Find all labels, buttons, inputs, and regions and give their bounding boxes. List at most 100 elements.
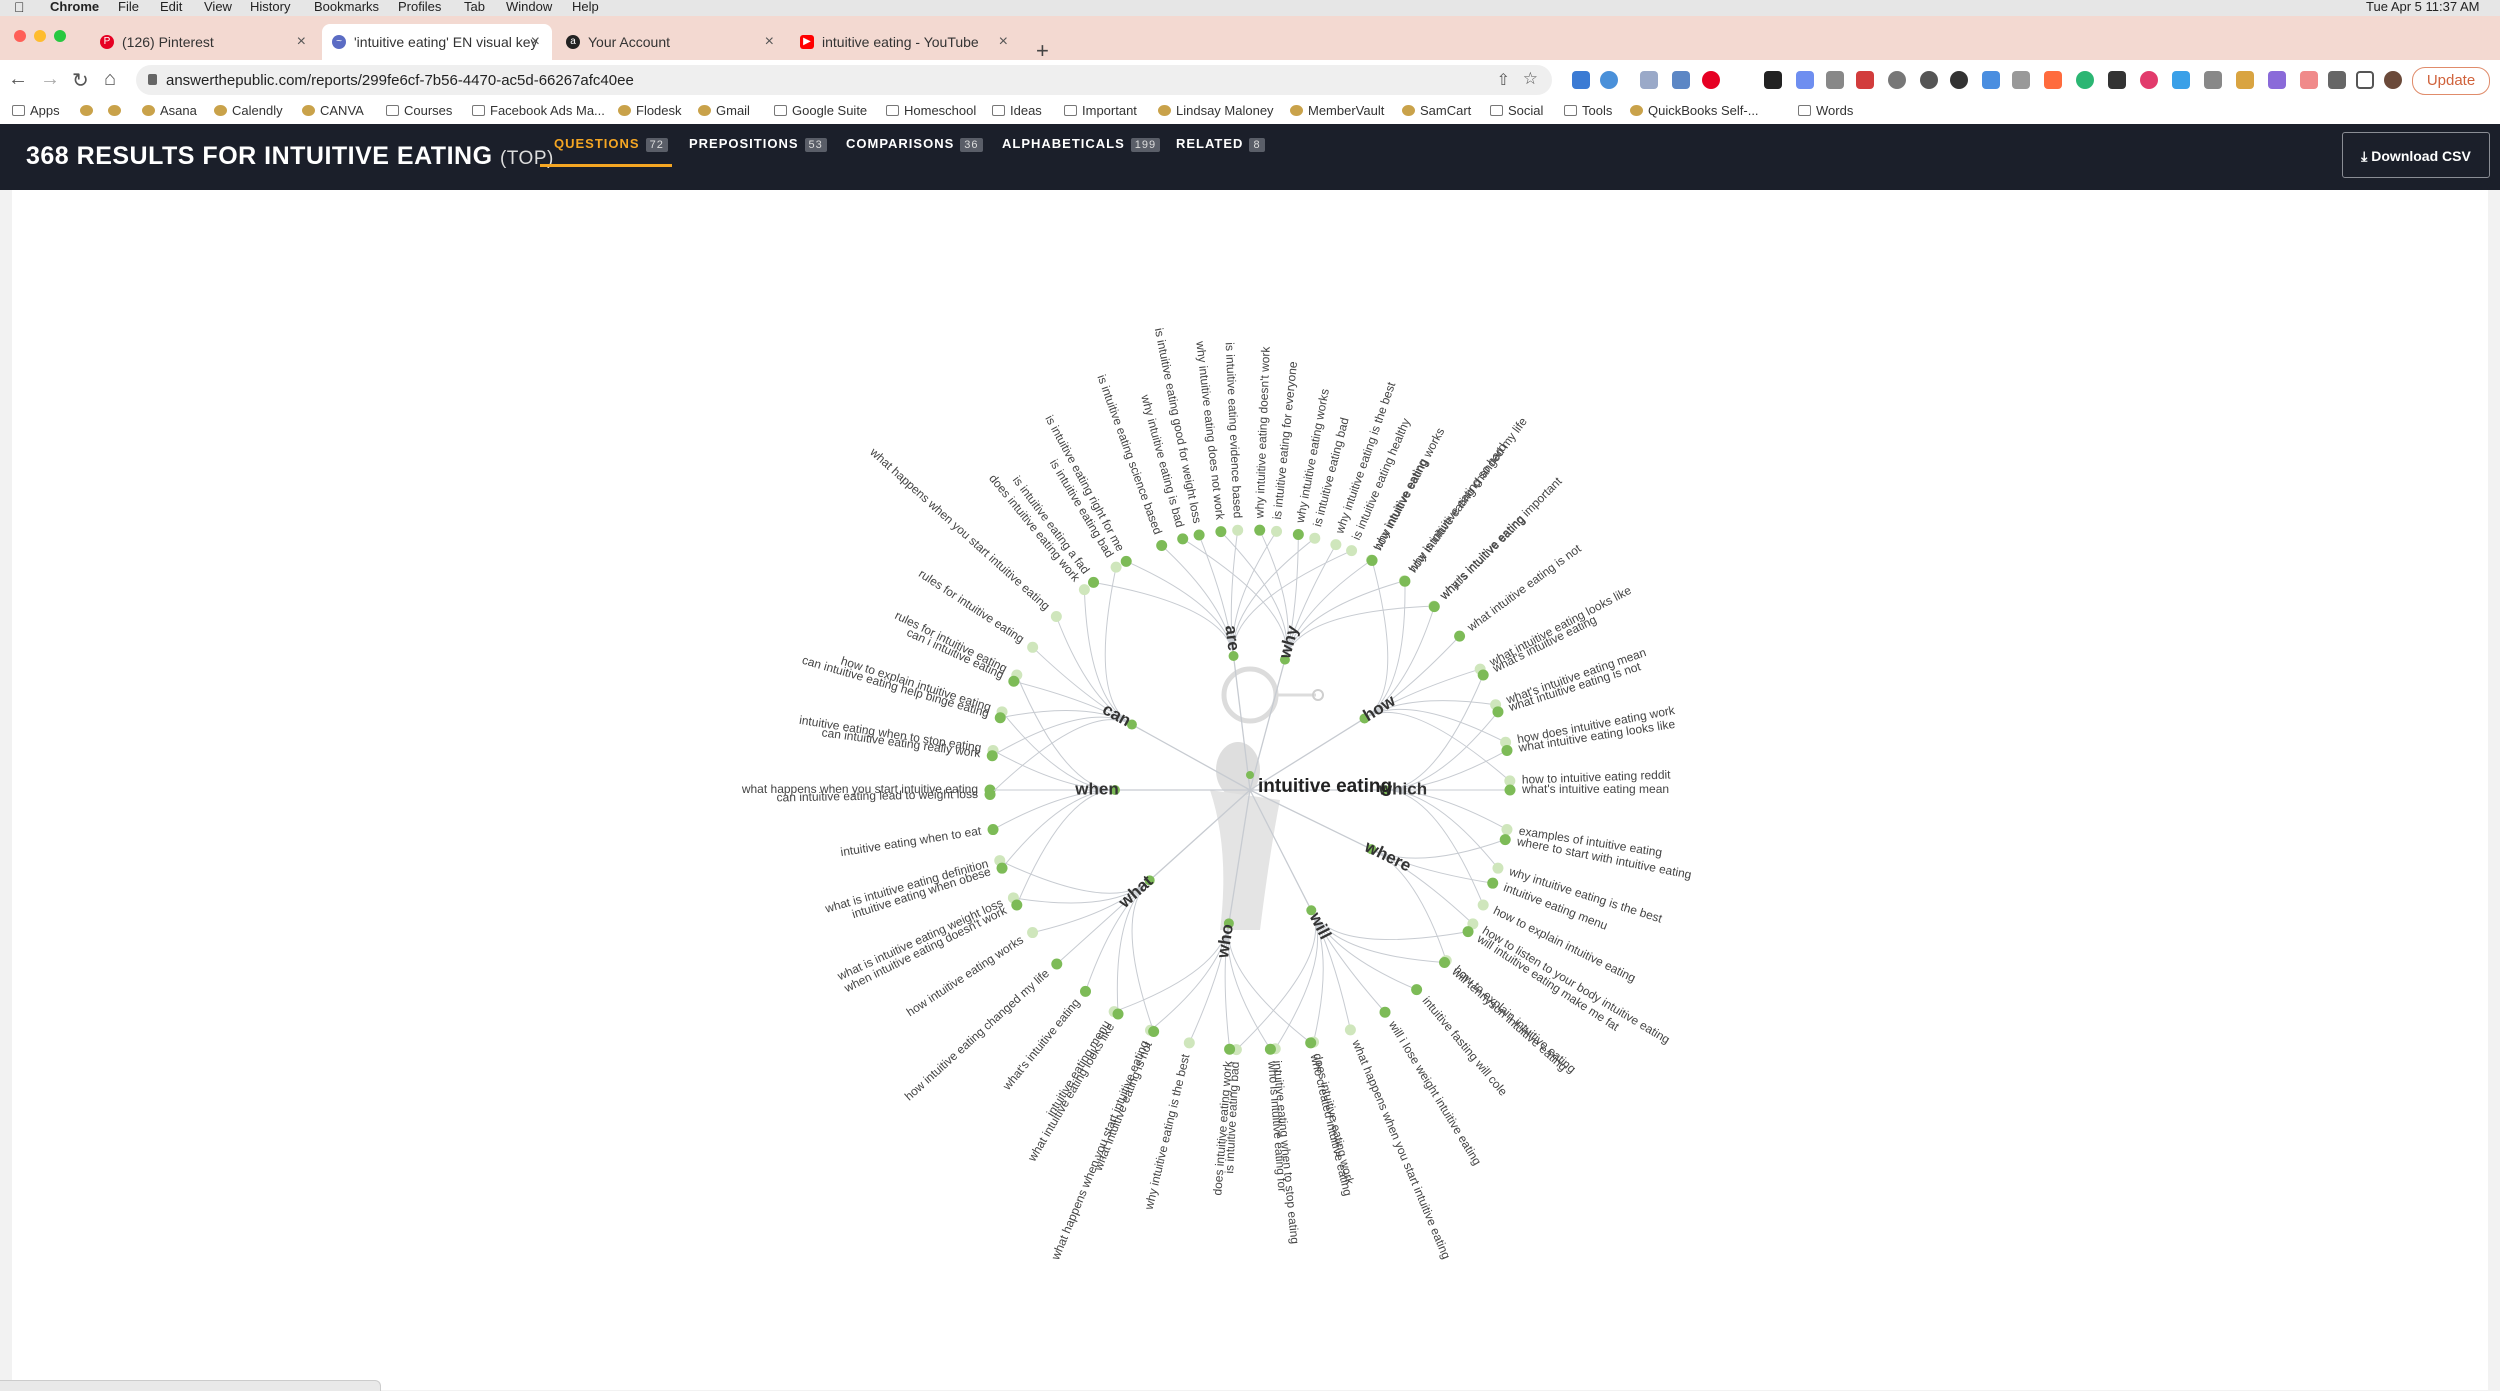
extension-icon[interactable] (1600, 71, 1618, 89)
branch-dot[interactable] (1292, 529, 1304, 541)
menu-item-bookmarks[interactable]: Bookmarks (314, 0, 380, 14)
branch-dot[interactable] (1027, 927, 1039, 939)
bookmark-social[interactable]: Social (1490, 103, 1543, 118)
extension-icon[interactable] (2300, 71, 2318, 89)
branch-dot[interactable] (1193, 529, 1205, 541)
hub-label-how[interactable]: how (1360, 691, 1400, 726)
branch-dot[interactable] (1439, 957, 1451, 969)
bookmark-star-icon[interactable]: ☆ (1522, 69, 1538, 88)
menu-item-window[interactable]: Window (506, 0, 553, 14)
branch-dot[interactable] (987, 824, 999, 836)
branch-dot[interactable] (1183, 1037, 1195, 1049)
maximize-window-button[interactable] (54, 30, 66, 42)
branch-dot[interactable] (1264, 1043, 1276, 1055)
branch-dot[interactable] (1008, 675, 1020, 687)
bookmark-courses[interactable]: Courses (386, 103, 452, 118)
extension-icon[interactable] (2172, 71, 2190, 89)
bookmark-samcart[interactable]: SamCart (1402, 103, 1471, 118)
hub-dot[interactable] (1144, 875, 1155, 886)
close-tab-icon[interactable]: × (296, 33, 306, 50)
bookmark-words[interactable]: Words (1798, 103, 1853, 118)
menu-item-history[interactable]: History (250, 0, 291, 14)
url-text[interactable]: answerthepublic.com/reports/299fe6cf-7b5… (166, 72, 634, 89)
branch-dot[interactable] (996, 862, 1008, 874)
branch-dot[interactable] (1177, 533, 1189, 545)
extension-icon[interactable] (2108, 71, 2126, 89)
hub-label-when[interactable]: when (1074, 779, 1118, 798)
branch-dot[interactable] (1232, 524, 1244, 536)
question-label[interactable]: what's intuitive eating mean (1521, 782, 1669, 796)
bookmark-google-suite[interactable]: Google Suite (774, 103, 867, 118)
branch-dot[interactable] (1156, 539, 1168, 551)
bookmark-facebook-ads[interactable]: Facebook Ads Ma... (472, 103, 605, 118)
question-label[interactable]: is intuitive eating evidence based (1223, 342, 1245, 519)
extension-icon[interactable] (1982, 71, 2000, 89)
bookmark-apps[interactable]: Apps (12, 103, 60, 118)
profile-avatar[interactable] (2384, 71, 2402, 89)
branch-dot[interactable] (1215, 526, 1227, 538)
extension-icon[interactable] (1888, 71, 1906, 89)
branch-dot[interactable] (1011, 899, 1023, 911)
extension-icon[interactable] (2140, 71, 2158, 89)
new-tab-button[interactable]: + (1036, 38, 1049, 63)
branch-dot[interactable] (1504, 775, 1516, 787)
question-label[interactable]: how to intuitive eating reddit (1522, 767, 1672, 786)
menu-item-help[interactable]: Help (572, 0, 599, 14)
branch-dot[interactable] (1492, 706, 1504, 718)
branch-dot[interactable] (1088, 576, 1100, 588)
hub-dot[interactable] (1380, 785, 1390, 795)
branch-dot[interactable] (1477, 669, 1489, 681)
hub-label-why[interactable]: why (1275, 623, 1302, 661)
bookmark-ideas[interactable]: Ideas (992, 103, 1042, 118)
menu-item-view[interactable]: View (204, 0, 232, 14)
download-csv-button[interactable]: ⤓ Download CSV (2342, 132, 2490, 178)
extension-icon[interactable] (2012, 71, 2030, 89)
hub-label-who[interactable]: who (1213, 923, 1237, 961)
branch-dot[interactable] (1254, 524, 1266, 536)
bookmark-important[interactable]: Important (1064, 103, 1137, 118)
extension-icon[interactable] (1672, 71, 1690, 89)
tab-answerthepublic[interactable]: ~ 'intuitive eating' EN visual key × (322, 24, 552, 60)
reload-icon[interactable]: ↻ (72, 70, 89, 92)
hub-dot[interactable] (1359, 713, 1370, 724)
extension-icon[interactable] (2044, 71, 2062, 89)
branch-dot[interactable] (1428, 601, 1440, 613)
branch-dot[interactable] (1346, 545, 1358, 557)
branch-dot[interactable] (1379, 1006, 1391, 1018)
hub-dot[interactable] (1126, 719, 1137, 730)
branch-dot[interactable] (1271, 525, 1283, 537)
hub-dot[interactable] (1306, 905, 1317, 916)
extension-icon[interactable] (2076, 71, 2094, 89)
hub-dot[interactable] (1110, 785, 1120, 795)
sidebar-icon[interactable] (2356, 71, 2374, 89)
question-label[interactable]: who created intuitive eating (1307, 1052, 1355, 1198)
question-label[interactable]: can intuitive eating lead to weight loss (776, 787, 978, 805)
branch-dot[interactable] (1462, 926, 1474, 938)
branch-dot[interactable] (1120, 555, 1132, 567)
extension-icon[interactable] (1950, 71, 1968, 89)
menu-item-chrome[interactable]: Chrome (50, 0, 100, 14)
hub-dot[interactable] (1228, 651, 1239, 662)
question-label[interactable]: what happens when you start intuitive ea… (867, 444, 1053, 613)
close-tab-icon[interactable]: × (998, 33, 1008, 50)
close-window-button[interactable] (14, 30, 26, 42)
minimize-window-button[interactable] (34, 30, 46, 42)
extension-icon[interactable] (1920, 71, 1938, 89)
question-label[interactable]: is intuitive eating bad (1222, 1061, 1242, 1174)
bookmark-tools[interactable]: Tools (1564, 103, 1612, 118)
back-arrow-icon[interactable]: ← (8, 68, 28, 90)
menu-item-file[interactable]: File (118, 0, 139, 14)
branch-dot[interactable] (994, 712, 1006, 724)
branch-dot[interactable] (984, 789, 996, 801)
tab-your-account[interactable]: a Your Account × (556, 24, 786, 60)
apple-menu-icon[interactable]:  (14, 0, 25, 14)
forward-arrow-icon[interactable]: → (40, 68, 60, 90)
extension-icon[interactable] (1796, 71, 1814, 89)
branch-dot[interactable] (1079, 985, 1091, 997)
branch-dot[interactable] (1499, 834, 1511, 846)
bookmark-asana[interactable]: Asana (142, 103, 197, 118)
